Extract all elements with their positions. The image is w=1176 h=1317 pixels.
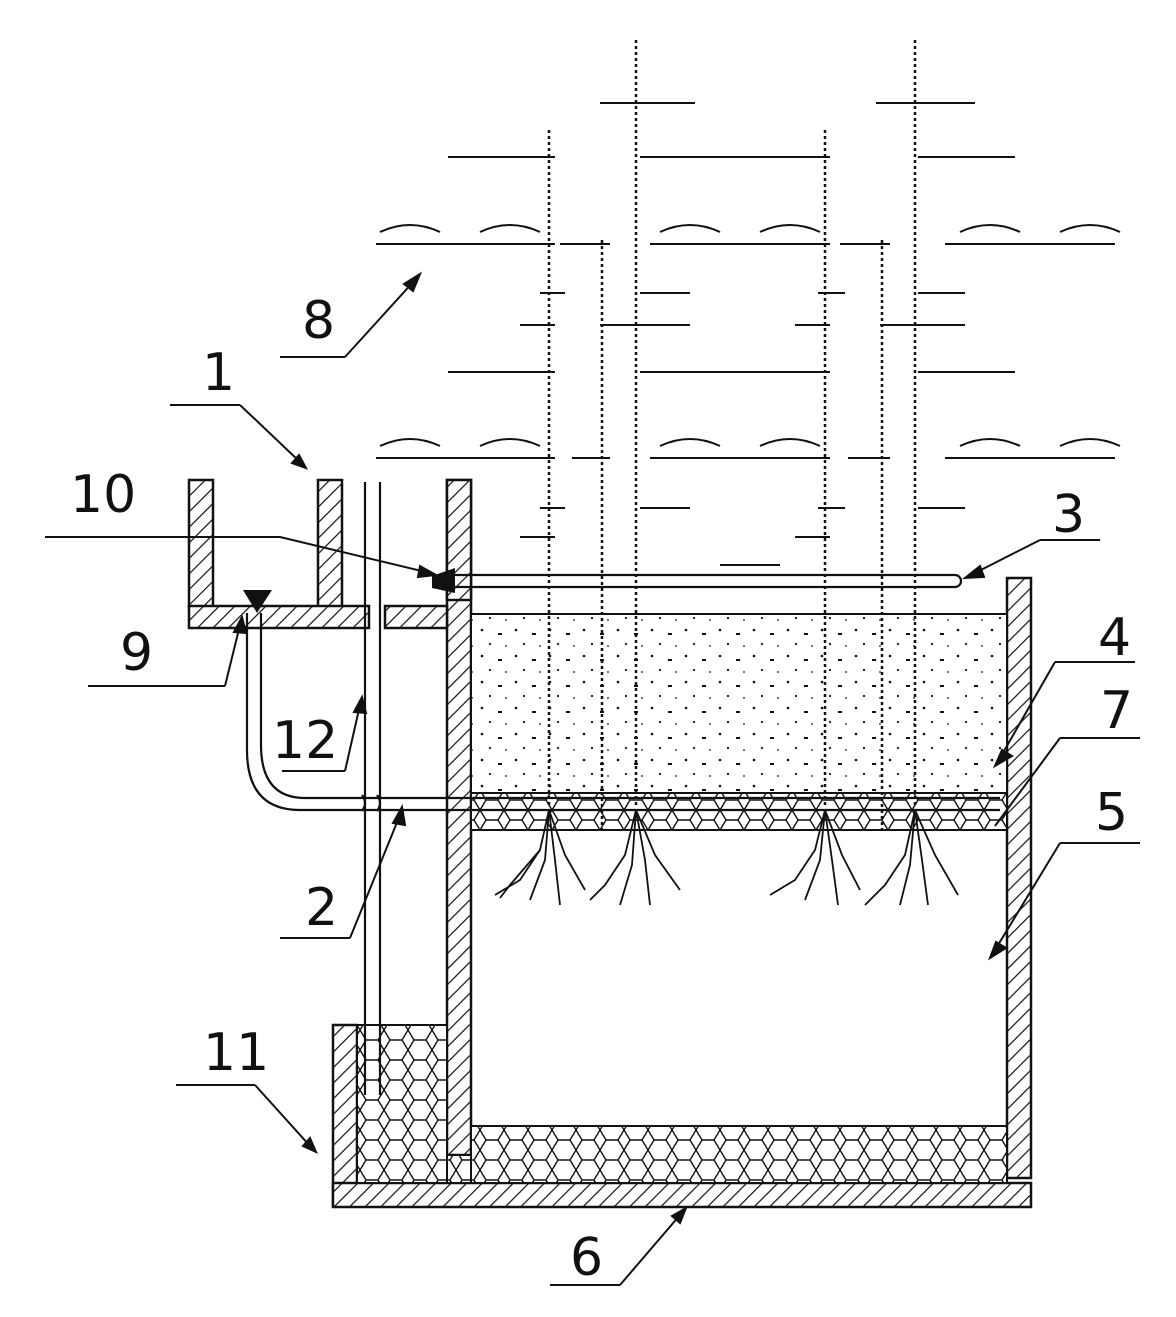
- base-slab: [331, 1181, 1033, 1209]
- vertical-pipe: [361, 482, 382, 1095]
- spray-pipe: [455, 573, 963, 589]
- inlet-funnel-structure: [187, 478, 473, 630]
- funnel-left-post: [187, 478, 215, 610]
- spray-nozzle-icon: [432, 568, 455, 593]
- leader-lines: [45, 271, 1140, 1286]
- label-9: 9: [120, 623, 153, 683]
- substrate-layer: [470, 613, 1008, 794]
- plant-leaves: [376, 102, 1121, 566]
- funnel-base-right: [383, 604, 449, 630]
- funnel-base-left: [187, 604, 371, 630]
- left-wall-bottom-pebbles: [446, 1154, 472, 1184]
- tank-right-wall: [1005, 576, 1033, 1180]
- bottom-pebble-layer: [470, 1125, 1008, 1184]
- plant-roots: [494, 809, 959, 906]
- label-10: 10: [70, 465, 136, 525]
- label-12: 12: [272, 711, 338, 771]
- label-4: 4: [1098, 608, 1131, 668]
- upper-left-wall: [445, 478, 473, 602]
- reservoir-pebble-fill: [356, 1024, 448, 1184]
- valve-icon: [243, 590, 272, 613]
- label-3: 3: [1052, 485, 1085, 545]
- label-1: 1: [202, 343, 235, 403]
- funnel-mid-post: [316, 478, 344, 610]
- label-7: 7: [1100, 681, 1133, 741]
- label-6: 6: [570, 1228, 603, 1288]
- plant-stems: [547, 40, 917, 830]
- drain-pipe: [245, 613, 1000, 812]
- label-2: 2: [305, 878, 338, 938]
- reservoir-left-wall: [331, 1023, 359, 1207]
- label-5: 5: [1095, 783, 1128, 843]
- label-11: 11: [203, 1023, 269, 1083]
- label-8: 8: [302, 291, 335, 351]
